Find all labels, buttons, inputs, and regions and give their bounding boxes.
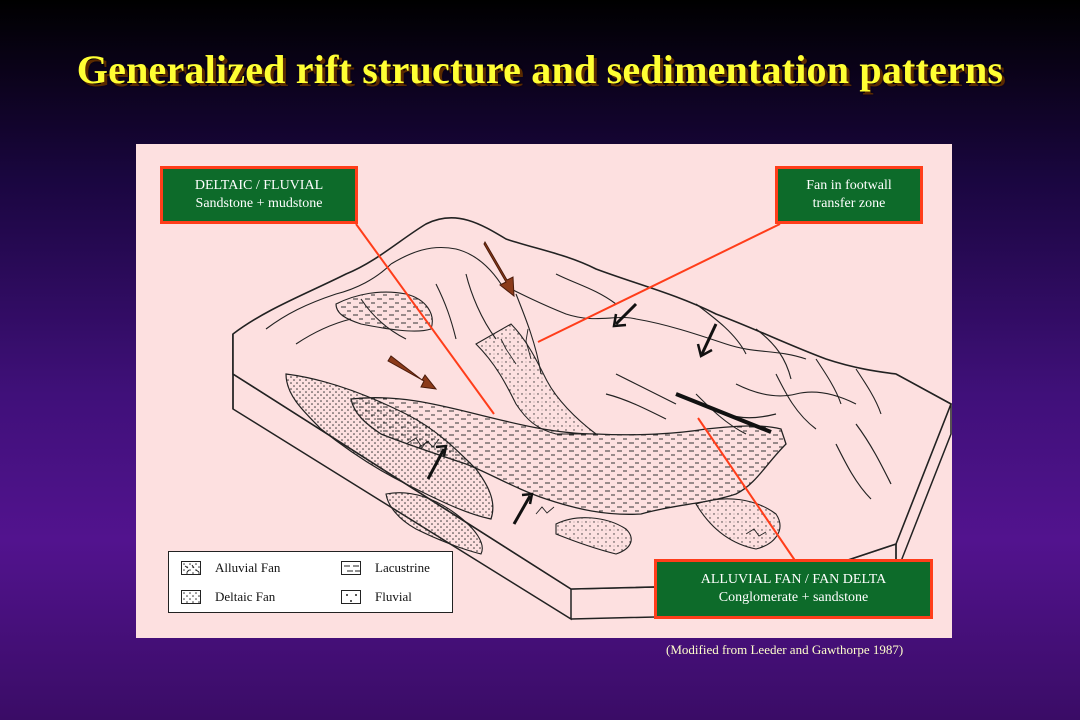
block-diagram-drawing — [232, 216, 952, 621]
legend-label-lacustrine: Lacustrine — [375, 560, 430, 575]
legend-item-alluvial-fan: Alluvial Fan — [181, 560, 280, 576]
slide-title: Generalized rift structure and sedimenta… — [76, 47, 1004, 92]
callout-pointer-lines — [355, 223, 797, 563]
source-credit: (Modified from Leeder and Gawthorpe 1987… — [666, 642, 904, 657]
front-alluvial-fan — [385, 492, 483, 555]
pointer-alluvial — [697, 417, 797, 563]
callout-alluvial-fan-delta: ALLUVIAL FAN / FAN DELTA Conglomerate + … — [654, 559, 933, 619]
legend-label-fluvial: Fluvial — [375, 589, 412, 604]
callout-deltaic-fluvial: DELTAIC / FLUVIAL Sandstone + mudstone — [160, 166, 358, 224]
lacustrine-upper — [335, 291, 433, 332]
fluvial-area — [475, 323, 598, 435]
callout-alluvial-line2: Conglomerate + sandstone — [718, 590, 869, 605]
callout-footwall-line2: transfer zone — [812, 196, 886, 211]
callout-deltaic-line1: DELTAIC / FLUVIAL — [194, 178, 324, 193]
alluvial-fan-swatch — [181, 561, 201, 575]
callout-footwall-fan: Fan in footwall transfer zone — [775, 166, 923, 224]
legend-label-deltaic-fan: Deltaic Fan — [215, 589, 276, 604]
callout-deltaic-line2: Sandstone + mudstone — [195, 196, 323, 211]
deltaic-fan-swatch — [181, 590, 201, 604]
legend-item-deltaic-fan: Deltaic Fan — [181, 589, 275, 605]
pointer-deltaic — [355, 223, 495, 415]
map-legend: Alluvial Fan Lacustrine Deltaic Fan Fluv… — [168, 551, 453, 613]
legend-item-lacustrine: Lacustrine — [341, 560, 430, 576]
boundary-fault — [675, 392, 772, 434]
lacustrine-swatch — [341, 561, 361, 575]
sediment-input-arrows — [426, 302, 718, 525]
callout-alluvial-line1: ALLUVIAL FAN / FAN DELTA — [700, 572, 887, 587]
callout-footwall-line1: Fan in footwall — [806, 178, 892, 193]
legend-item-fluvial: Fluvial — [341, 589, 412, 605]
sediment-arrow-north — [483, 240, 515, 298]
sediment-arrow-west — [387, 355, 438, 390]
fluvial-swatch — [341, 590, 361, 604]
legend-label-alluvial-fan: Alluvial Fan — [215, 560, 281, 575]
deltaic-fan-area — [285, 373, 494, 520]
major-sediment-arrows — [387, 240, 515, 390]
pointer-footwall — [537, 223, 781, 343]
